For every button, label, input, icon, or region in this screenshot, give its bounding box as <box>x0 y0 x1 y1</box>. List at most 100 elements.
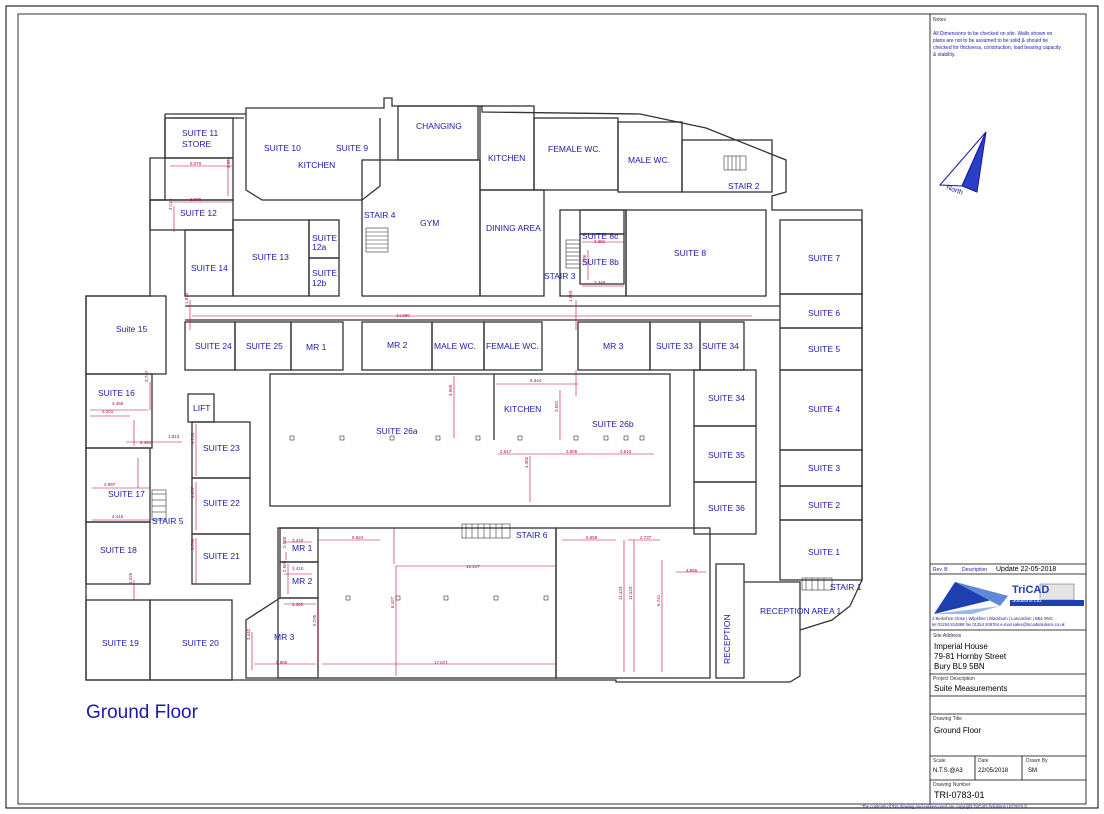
room-label-suite-19: SUITE 19 <box>102 638 139 648</box>
company-logo-icon <box>934 582 1084 614</box>
room-label-suite-12a-2: 12a <box>312 242 327 252</box>
dimension-label: 12.217 <box>466 564 480 569</box>
outer-border <box>5 5 1099 809</box>
dimension-label: 2.000 <box>282 536 287 548</box>
dimension-label: 4.382 <box>524 456 529 468</box>
dimension-label: 2.481 <box>140 440 152 445</box>
dimension-label: 3.201 <box>102 409 114 414</box>
dimension-lines <box>90 160 752 676</box>
room-label-suite-3: SUITE 3 <box>808 463 841 473</box>
room-label-suite-12: SUITE 12 <box>180 208 217 218</box>
room-label-suite-22: SUITE 22 <box>203 498 240 508</box>
site-address-label: Site Address <box>933 633 962 639</box>
dimension-label: 6.427 <box>390 596 395 608</box>
drawing-title-value: Ground Floor <box>934 726 982 735</box>
project-value: Suite Measurements <box>934 684 1008 693</box>
drawing-number-label: Drawing Number <box>933 782 971 788</box>
room-label-suite-4: SUITE 4 <box>808 404 841 414</box>
dimension-label: 4.469 <box>112 401 124 406</box>
notes-line-2: plans are not to be assumed to be solid … <box>933 38 1049 44</box>
title-block-frame <box>929 14 1086 804</box>
room-label-suite-23: SUITE 23 <box>203 443 240 453</box>
room-label-suite-34-top: SUITE 34 <box>702 341 739 351</box>
dimension-label: 5.735 <box>312 614 317 626</box>
dimension-label: 11.423 <box>618 586 623 600</box>
dimension-label: 5.965 <box>276 660 288 665</box>
room-label-suite-5: SUITE 5 <box>808 344 841 354</box>
room-label-suite-17: SUITE 17 <box>108 489 145 499</box>
room-label-suite-11: SUITE 11 <box>182 128 219 138</box>
room-label-suite-26b: SUITE 26b <box>592 419 634 429</box>
room-label-suite-10: SUITE 10 <box>264 143 301 153</box>
dimension-label: 1.325 <box>128 572 133 584</box>
room-label-stair-4: STAIR 4 <box>364 210 396 220</box>
dimension-label: 1.736 <box>582 254 587 266</box>
site-address-line-2: 79-81 Hornby Street <box>934 652 1007 661</box>
room-label-suite-24: SUITE 24 <box>195 341 232 351</box>
dimension-label: 2.592 <box>226 156 231 168</box>
dimension-label: 17.671 <box>434 660 448 665</box>
room-label-suite-7: SUITE 7 <box>808 253 841 263</box>
room-label-female-wc-b: FEMALE WC. <box>486 341 539 351</box>
notes-line-1: All Dimensions to be checked on site. Wa… <box>933 31 1053 37</box>
room-label-mr-1b: MR 1 <box>292 543 313 553</box>
room-label-stair-3: STAIR 3 <box>544 271 576 281</box>
room-label-suite-6: SUITE 6 <box>808 308 841 318</box>
room-label-stair-1: STAIR 1 <box>830 582 862 592</box>
room-label-changing: CHANGING <box>416 121 462 131</box>
stairs <box>151 155 833 591</box>
room-label-suite-1: SUITE 1 <box>808 547 841 557</box>
scale-label: Scale <box>933 758 946 764</box>
room-label-suite-2: SUITE 2 <box>808 500 841 510</box>
dimension-label: 3.613 <box>620 449 632 454</box>
room-label-suite-34: SUITE 34 <box>708 393 745 403</box>
north-arrow-icon <box>938 131 987 193</box>
dimension-label: 4.855 <box>686 568 698 573</box>
copyright-text: The contents of this drawing and entitie… <box>862 804 1028 809</box>
room-label-suite-8c: SUITE 8c <box>582 231 619 241</box>
dimension-label: 3.360 <box>292 602 304 607</box>
room-label-reception: RECEPTION <box>722 614 732 664</box>
drawn-by-value: SM <box>1028 768 1037 774</box>
dimension-label: 5.070 <box>190 197 202 202</box>
dimension-label: 3.906 <box>566 449 578 454</box>
dimension-label: 3.351 <box>594 239 606 244</box>
dimension-label: 4.416 <box>112 514 124 519</box>
dimension-label: 2.737 <box>640 535 652 540</box>
dimension-label: 4.712 <box>190 432 195 444</box>
dimension-label: 6.741 <box>656 594 661 606</box>
dimension-label: 14.800 <box>396 313 410 318</box>
dimension-label: 8.344 <box>530 378 542 383</box>
room-label-suite-33: SUITE 33 <box>656 341 693 351</box>
room-label-kitchen-a: KITCHEN <box>298 160 336 170</box>
room-label-stair-6: STAIR 6 <box>516 530 548 540</box>
dimension-label: 1.813 <box>168 434 180 439</box>
room-label-mr-3-top: MR 3 <box>603 341 624 351</box>
dimension-label: 3.173 <box>168 198 173 210</box>
room-label-kitchen-b: KITCHEN <box>488 153 526 163</box>
dimension-label: 2.509 <box>282 560 287 572</box>
dimension-label: 3.410 <box>292 566 304 571</box>
room-label-suite-12b-1: SUITE <box>312 268 338 278</box>
room-label-lift: LIFT <box>193 403 211 413</box>
room-label-suite-35: SUITE 35 <box>708 450 745 460</box>
room-label-suite-36: SUITE 36 <box>708 503 745 513</box>
walls <box>85 97 863 683</box>
drawn-by-label: Drawn By <box>1026 758 1048 764</box>
date-value: 22/05/2018 <box>978 768 1009 774</box>
dimension-label: 4.257 <box>190 486 195 498</box>
dimension-label: 5.624 <box>352 535 364 540</box>
room-label-suite-8b: SUITE 8b <box>582 257 619 267</box>
company-name: TriCAD <box>1012 584 1050 596</box>
room-label-suite-14: SUITE 14 <box>191 263 228 273</box>
dimension-label: 2.617 <box>500 449 512 454</box>
floor-title: Ground Floor <box>86 702 198 723</box>
room-label-mr-3b: MR 3 <box>274 632 295 642</box>
room-label-suite-16: SUITE 16 <box>98 388 135 398</box>
room-label-suite-12a-1: SUITE <box>312 233 338 243</box>
site-address-line-3: Bury BL9 5BN <box>934 662 985 671</box>
dimension-label: 11.423 <box>628 586 633 600</box>
dimension-label: 1.850 <box>568 290 573 302</box>
room-label-suite-25: SUITE 25 <box>246 341 283 351</box>
